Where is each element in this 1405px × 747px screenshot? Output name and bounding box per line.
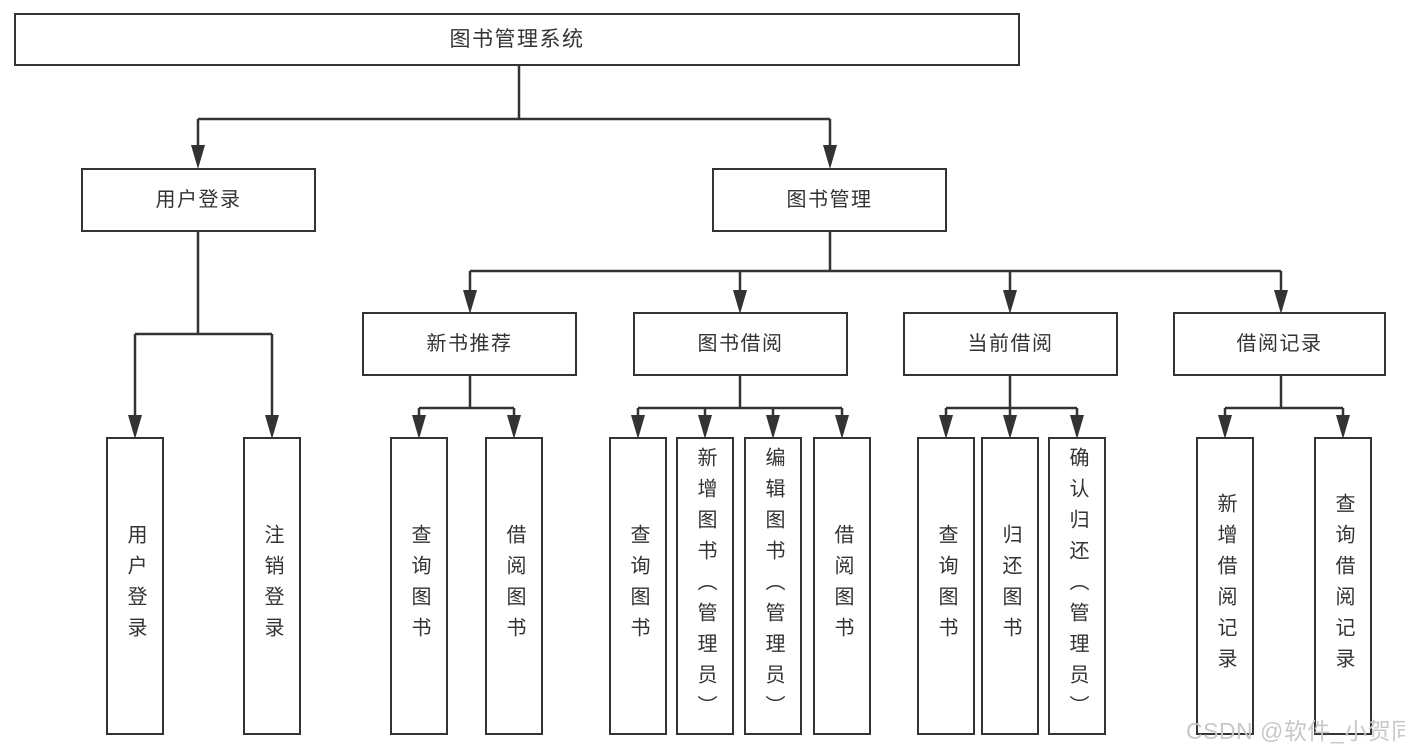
node-book-management-label: 图书管理 (786, 189, 873, 211)
node-root-system: 图书管理系统 (14, 13, 1020, 66)
leaf-br-query-record-label: 查询借阅记录 (1332, 493, 1354, 679)
node-book-borrow-label: 图书借阅 (697, 333, 784, 355)
node-current-borrow: 当前借阅 (903, 312, 1118, 376)
node-root-system-label: 图书管理系统 (449, 28, 585, 51)
leaf-bb-add-book: 新增图书（管理员） (676, 437, 734, 735)
leaf-logout-label: 注销登录 (261, 524, 283, 648)
node-book-management: 图书管理 (712, 168, 947, 232)
leaf-cb-query-book-label: 查询图书 (935, 524, 957, 648)
leaf-nbr-borrow-book: 借阅图书 (485, 437, 543, 735)
leaf-bb-borrow-book: 借阅图书 (813, 437, 871, 735)
leaf-cb-query-book: 查询图书 (917, 437, 975, 735)
leaf-cb-return-book: 归还图书 (981, 437, 1039, 735)
leaf-bb-edit-book: 编辑图书（管理员） (744, 437, 802, 735)
node-user-login: 用户登录 (81, 168, 316, 232)
watermark: CSDN @软件_小贺同学 (1186, 718, 1405, 744)
leaf-cb-confirm-return: 确认归还（管理员） (1048, 437, 1106, 735)
leaf-bb-borrow-book-label: 借阅图书 (831, 524, 853, 648)
leaf-cb-return-book-label: 归还图书 (999, 524, 1021, 648)
leaf-bb-edit-book-label: 编辑图书（管理员） (762, 446, 784, 726)
leaf-br-query-record: 查询借阅记录 (1314, 437, 1372, 735)
leaf-bb-query-book-label: 查询图书 (627, 524, 649, 648)
leaf-br-add-record-label: 新增借阅记录 (1214, 493, 1236, 679)
node-new-book-recommend-label: 新书推荐 (426, 333, 513, 355)
leaf-nbr-query-book: 查询图书 (390, 437, 448, 735)
node-borrow-record-label: 借阅记录 (1236, 333, 1323, 355)
leaf-br-add-record: 新增借阅记录 (1196, 437, 1254, 735)
node-book-borrow: 图书借阅 (633, 312, 848, 376)
leaf-user-login-label: 用户登录 (124, 524, 146, 648)
node-current-borrow-label: 当前借阅 (967, 333, 1054, 355)
leaf-bb-query-book: 查询图书 (609, 437, 667, 735)
leaf-cb-confirm-return-label: 确认归还（管理员） (1066, 446, 1088, 726)
node-borrow-record: 借阅记录 (1173, 312, 1386, 376)
leaf-nbr-query-book-label: 查询图书 (408, 524, 430, 648)
node-user-login-label: 用户登录 (155, 189, 242, 211)
leaf-logout: 注销登录 (243, 437, 301, 735)
leaf-bb-add-book-label: 新增图书（管理员） (694, 446, 716, 726)
leaf-user-login: 用户登录 (106, 437, 164, 735)
leaf-nbr-borrow-book-label: 借阅图书 (503, 524, 525, 648)
arrowhead-icons (128, 145, 1350, 439)
node-new-book-recommend: 新书推荐 (362, 312, 577, 376)
